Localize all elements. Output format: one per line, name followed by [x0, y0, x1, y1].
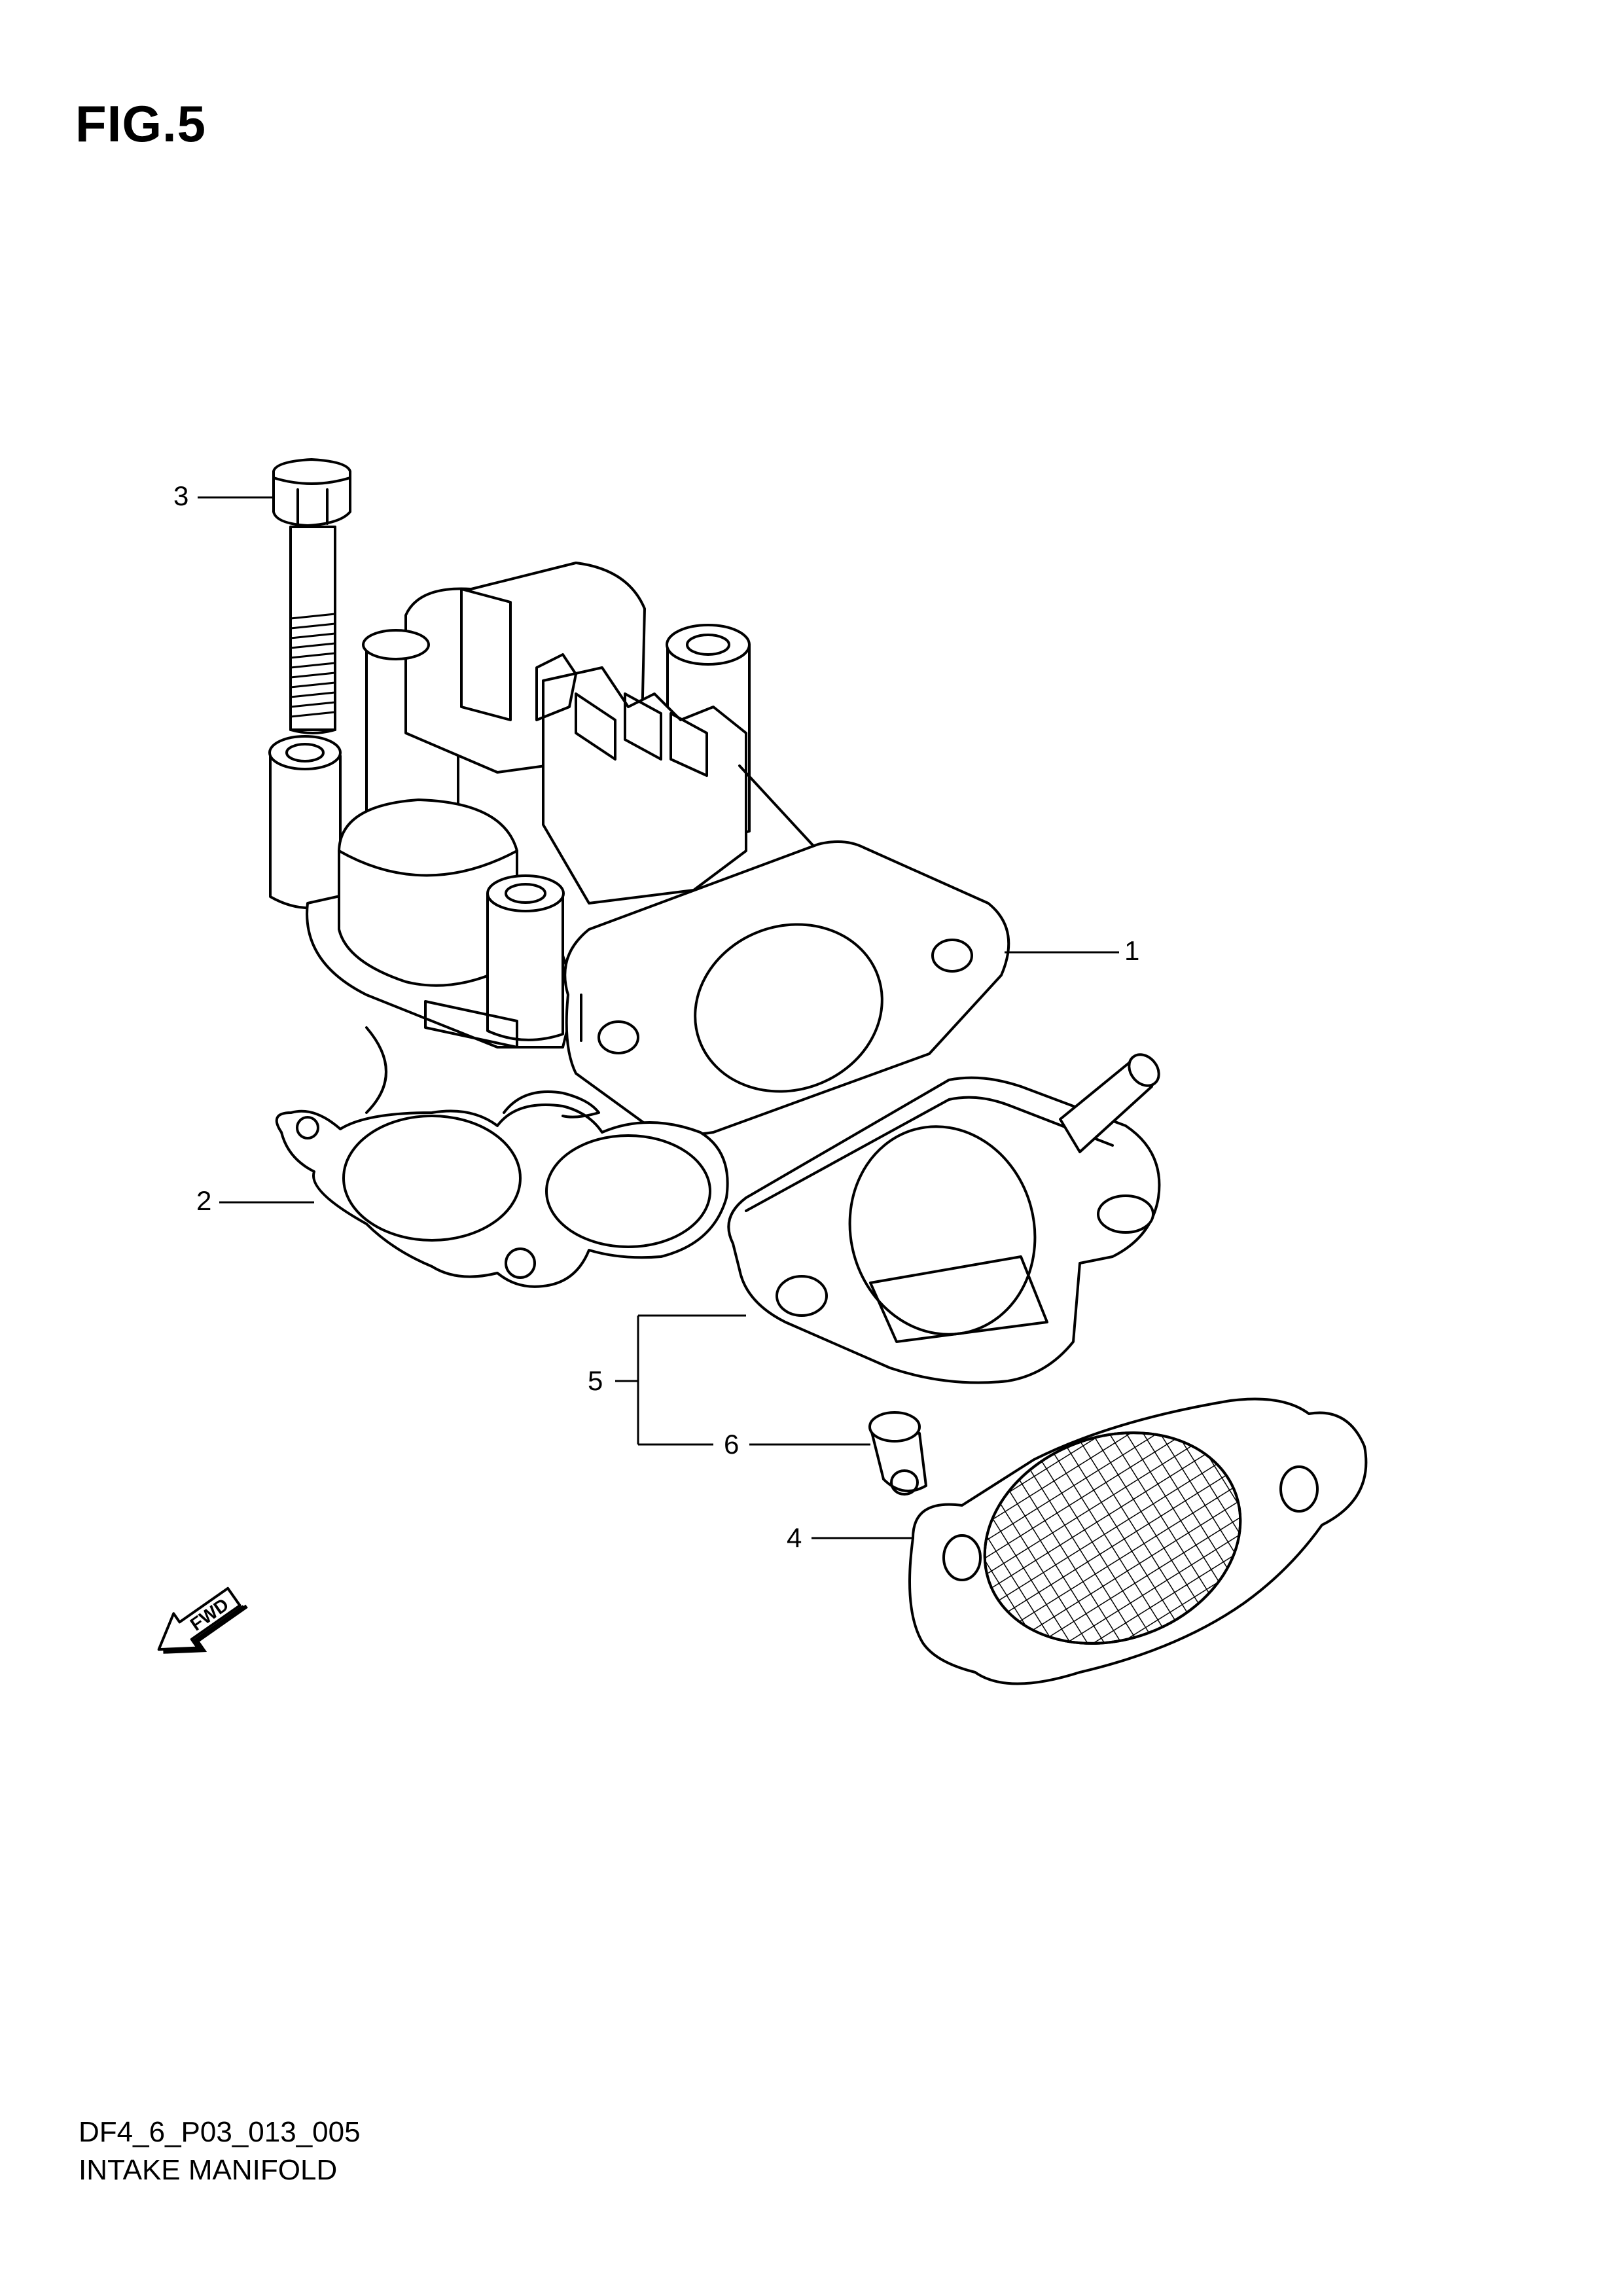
manifold-body-part[interactable] [268, 562, 1010, 1136]
callout-number: 6 [724, 1429, 739, 1460]
figure-title: FIG.5 [75, 95, 207, 152]
adapter-part[interactable] [727, 1049, 1165, 1384]
dowel-pin-part[interactable] [868, 1411, 927, 1496]
callout-number: 1 [1124, 935, 1139, 966]
callout-number: 4 [787, 1522, 802, 1553]
bolt-part[interactable] [272, 458, 351, 734]
screen-gasket-part[interactable] [908, 1397, 1368, 1685]
leader-lines [198, 496, 1119, 1539]
bolt-thread [290, 613, 336, 718]
diagram-code: DF4_6_P03_013_005 [79, 2116, 361, 2148]
fwd-arrow-icon: FWD [157, 1587, 248, 1654]
callout-number: 5 [588, 1365, 603, 1396]
callout-number: 3 [173, 480, 188, 511]
manifold-gasket-part[interactable] [275, 1026, 729, 1288]
callout-number: 2 [196, 1185, 211, 1216]
diagram-name: INTAKE MANIFOLD [79, 2154, 338, 2186]
